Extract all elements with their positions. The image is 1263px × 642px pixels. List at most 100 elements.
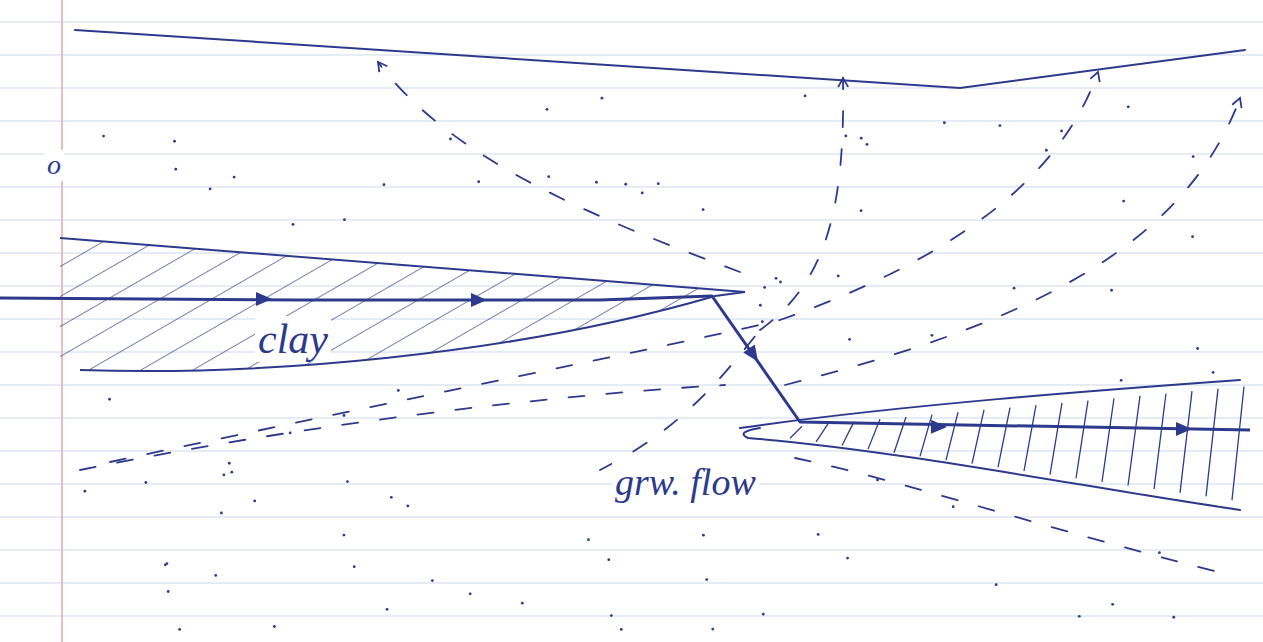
rule-line bbox=[0, 583, 1263, 584]
sand-dot bbox=[230, 471, 233, 474]
sand-dot bbox=[848, 338, 851, 341]
sand-dot bbox=[1060, 130, 1063, 133]
rule-line bbox=[0, 187, 1263, 188]
rule-line bbox=[0, 55, 1263, 56]
sand-dot bbox=[178, 628, 181, 631]
rule-line bbox=[0, 385, 1263, 386]
flow-line bbox=[760, 78, 843, 330]
sand-dot bbox=[273, 625, 276, 628]
sand-dot bbox=[702, 208, 705, 211]
sand-dot bbox=[173, 140, 176, 143]
sand-dot bbox=[83, 490, 86, 493]
sand-dot bbox=[167, 590, 170, 593]
hatch-line bbox=[1206, 389, 1218, 497]
sand-dot bbox=[620, 628, 623, 631]
rule-line bbox=[0, 154, 1263, 155]
sand-dot bbox=[601, 97, 604, 100]
sand-dot bbox=[817, 533, 820, 536]
sand-dot bbox=[860, 209, 863, 212]
sand-dot bbox=[804, 95, 807, 98]
sand-dot bbox=[595, 181, 598, 184]
sand-dot bbox=[711, 628, 714, 631]
hatch-line bbox=[1180, 391, 1192, 493]
lower-clay-hatch bbox=[790, 387, 1244, 501]
clay-outline bbox=[60, 238, 745, 371]
layer-label: clay bbox=[255, 316, 331, 362]
rule-line bbox=[0, 88, 1263, 89]
sand-dot bbox=[521, 602, 524, 605]
sand-dot bbox=[209, 188, 212, 191]
sand-dot bbox=[779, 281, 782, 284]
hatch-line bbox=[1102, 398, 1114, 482]
hatch-line bbox=[972, 410, 984, 464]
flow-line bbox=[600, 330, 760, 470]
sand-dot bbox=[343, 218, 346, 221]
sand-dot bbox=[174, 168, 177, 171]
sand-dot bbox=[346, 480, 349, 483]
hatch-line bbox=[842, 422, 854, 446]
sand-dot bbox=[343, 414, 346, 417]
hatch-line bbox=[790, 426, 802, 438]
rule-line bbox=[0, 451, 1263, 452]
sand-dot bbox=[1127, 105, 1130, 108]
sand-dot bbox=[943, 121, 946, 124]
rule-line bbox=[0, 517, 1263, 518]
sand-dot bbox=[759, 304, 762, 307]
hatch-line bbox=[1154, 394, 1166, 490]
sand-dot bbox=[546, 108, 549, 111]
sand-dot bbox=[390, 496, 393, 499]
sand-dot bbox=[1078, 615, 1081, 618]
ground-surface bbox=[75, 30, 1245, 88]
sand-dot bbox=[220, 512, 223, 515]
sand-dot bbox=[1212, 371, 1215, 374]
hatch-line bbox=[1024, 405, 1036, 471]
hatch-line bbox=[998, 408, 1010, 468]
sand-dot bbox=[1172, 616, 1175, 619]
sand-dot bbox=[1158, 551, 1161, 554]
flow-label: grw. flow bbox=[612, 462, 759, 504]
clay-lens: clay bbox=[60, 236, 760, 381]
sand-dot bbox=[383, 183, 386, 186]
sand-dot bbox=[607, 558, 610, 561]
sand-dot bbox=[837, 275, 840, 278]
hatch-line bbox=[1128, 396, 1140, 486]
sand-dot bbox=[931, 334, 934, 337]
sand-dot bbox=[233, 176, 236, 179]
sand-dot bbox=[449, 138, 452, 141]
sand-dot bbox=[952, 505, 955, 508]
rule-line bbox=[0, 220, 1263, 221]
sand-dot bbox=[1122, 200, 1125, 203]
flow-line bbox=[785, 98, 1240, 385]
sand-dot bbox=[102, 135, 105, 138]
rule-line bbox=[0, 418, 1263, 419]
sand-dot bbox=[164, 563, 167, 566]
hatch-line bbox=[946, 412, 958, 460]
sand-dot bbox=[253, 500, 256, 503]
sand-dot bbox=[587, 538, 590, 541]
rule-line bbox=[0, 550, 1263, 551]
sand-dot bbox=[469, 592, 472, 595]
margin-mark: o bbox=[44, 150, 64, 181]
sand-dot bbox=[1192, 155, 1195, 158]
hatch-line bbox=[1050, 403, 1062, 475]
sand-dot bbox=[775, 277, 778, 280]
clay-hatch bbox=[60, 238, 745, 371]
sand-dot bbox=[108, 398, 111, 401]
sand-dot bbox=[641, 191, 644, 194]
sand-dot bbox=[624, 183, 627, 186]
lower-clay-bottom bbox=[744, 428, 1240, 510]
sand-dot bbox=[292, 223, 295, 226]
sand-dot bbox=[761, 320, 764, 323]
sand-dot bbox=[1111, 603, 1114, 606]
sand-dot bbox=[547, 175, 550, 178]
sand-dot bbox=[1045, 149, 1048, 152]
flow-line bbox=[795, 458, 1230, 575]
sand-dot bbox=[1196, 347, 1199, 350]
sand-dot bbox=[610, 614, 613, 617]
sand-dot bbox=[844, 135, 847, 138]
sand-dot bbox=[1191, 235, 1194, 238]
rule-line bbox=[0, 121, 1263, 122]
sand-dot bbox=[386, 608, 389, 611]
sand-dot bbox=[657, 182, 660, 185]
sand-dot bbox=[289, 432, 292, 435]
